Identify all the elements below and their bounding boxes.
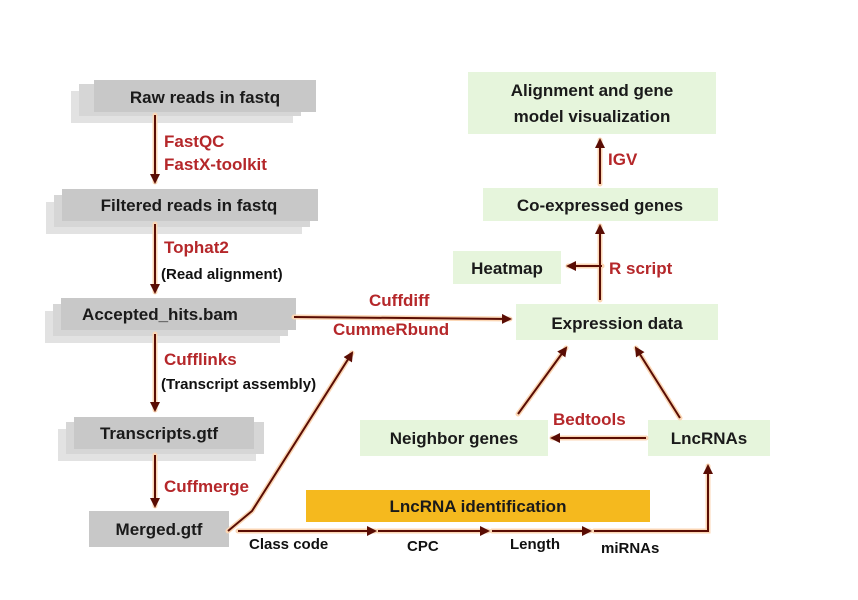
coexpressed-node: Co-expressed genes xyxy=(483,188,718,221)
heatmap-label: Heatmap xyxy=(471,259,543,278)
tool-fastx: FastX-toolkit xyxy=(164,155,267,174)
arrow-mirnas-to-lncrnas xyxy=(594,464,713,532)
tool-cummerbund: CummeRbund xyxy=(333,320,449,339)
filter-cpc: CPC xyxy=(407,538,439,555)
merged-node: Merged.gtf xyxy=(89,511,229,547)
arrow-neighbor-to-expression xyxy=(517,346,568,415)
filtered-reads-label: Filtered reads in fastq xyxy=(101,196,278,215)
transcripts-node: Transcripts.gtf xyxy=(58,417,264,461)
merged-label: Merged.gtf xyxy=(116,520,203,539)
tool-tophat: Tophat2 xyxy=(164,238,229,257)
neighbor-genes-node: Neighbor genes xyxy=(360,420,548,456)
tool-igv: IGV xyxy=(608,150,638,169)
lncrna-identification-label: LncRNA identification xyxy=(390,497,567,516)
arrow-accepted-to-expression xyxy=(293,313,512,324)
lncrnas-node: LncRNAs xyxy=(648,420,770,456)
raw-reads-node: Raw reads in fastq xyxy=(71,80,316,123)
alignment-vis-line2: model visualization xyxy=(514,107,671,126)
filter-class-code: Class code xyxy=(249,536,328,553)
expression-label: Expression data xyxy=(551,314,683,333)
filter-length: Length xyxy=(510,536,560,553)
accepted-hits-label: Accepted_hits.bam xyxy=(82,305,238,324)
tool-cuffmerge: Cuffmerge xyxy=(164,477,249,496)
lncrnas-label: LncRNAs xyxy=(671,429,748,448)
neighbor-genes-label: Neighbor genes xyxy=(390,429,518,448)
transcripts-label: Transcripts.gtf xyxy=(100,424,218,443)
tool-cufflinks: Cufflinks xyxy=(164,350,237,369)
lncrna-identification-banner: LncRNA identification xyxy=(306,490,650,522)
filter-mirnas: miRNAs xyxy=(601,540,659,557)
tool-cuffdiff: Cuffdiff xyxy=(369,291,430,310)
arrow-merged-to-expression xyxy=(227,351,354,532)
coexpressed-label: Co-expressed genes xyxy=(517,196,683,215)
raw-reads-label: Raw reads in fastq xyxy=(130,88,280,107)
arrow-lncrnas-to-expression xyxy=(634,346,681,419)
tool-transcript-assembly: (Transcript assembly) xyxy=(161,376,316,393)
tool-bedtools: Bedtools xyxy=(553,410,626,429)
tool-fastqc: FastQC xyxy=(164,132,224,151)
heatmap-node: Heatmap xyxy=(453,251,561,284)
expression-node: Expression data xyxy=(516,304,718,340)
tool-rscript: R script xyxy=(609,259,673,278)
accepted-hits-node: Accepted_hits.bam xyxy=(45,298,296,343)
alignment-visualization-node: Alignment and gene model visualization xyxy=(468,72,716,134)
filtered-reads-node: Filtered reads in fastq xyxy=(46,189,318,234)
alignment-vis-line1: Alignment and gene xyxy=(511,81,673,100)
arrows xyxy=(150,112,713,536)
tool-read-alignment: (Read alignment) xyxy=(161,266,283,283)
